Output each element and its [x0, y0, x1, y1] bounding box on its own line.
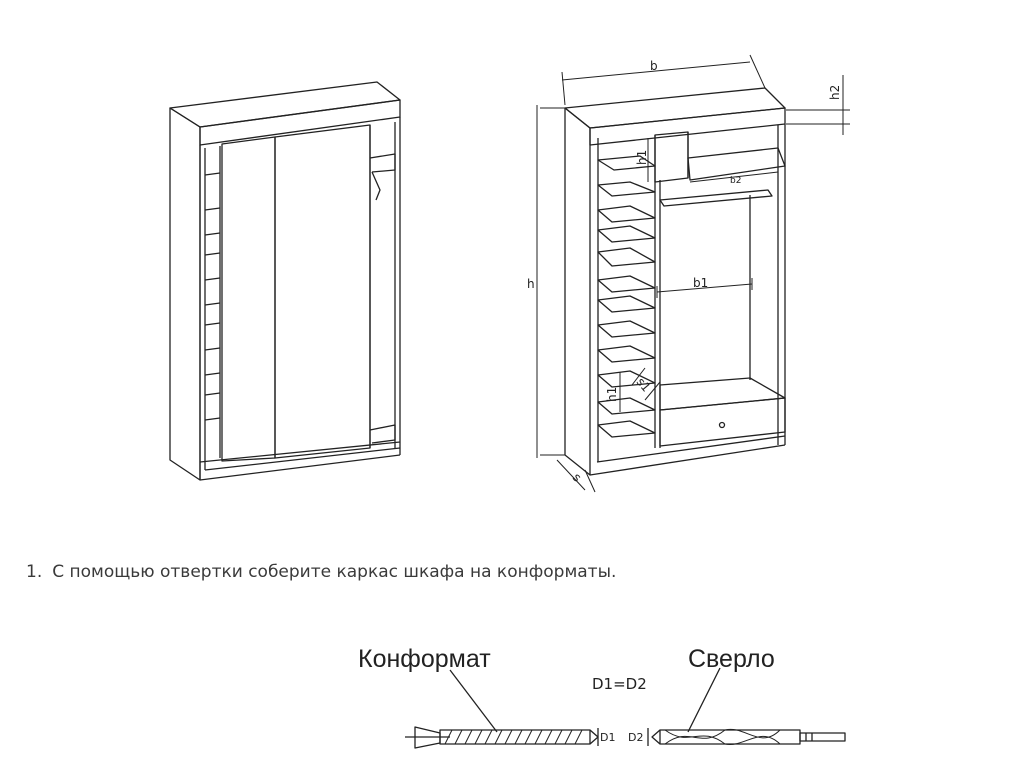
konformat-screw	[405, 669, 599, 749]
label-h: h	[527, 277, 535, 291]
dimension-lines	[536, 54, 850, 493]
label-b: b	[650, 59, 658, 73]
open-wardrobe	[564, 87, 786, 476]
step-number: 1.	[26, 562, 43, 582]
hanging-rail	[659, 189, 773, 207]
label-h2: h2	[828, 85, 842, 100]
sliding-door-left	[221, 136, 276, 462]
fastener-labels: Конформат Сверло D1=D2 D1 D2	[358, 645, 775, 744]
diameter-equation: D1=D2	[592, 675, 647, 693]
d1-label: D1	[600, 731, 615, 744]
left-shelf-edges	[204, 172, 221, 421]
sverlo-label: Сверло	[688, 645, 775, 673]
dimension-labels: b h h2 h1 b2 b1 h1 s1 s	[527, 59, 842, 485]
sliding-door-right	[274, 124, 371, 459]
closed-wardrobe	[169, 81, 401, 481]
label-h1-bottom: h1	[605, 387, 619, 402]
label-b1: b1	[693, 276, 708, 290]
konformat-label: Конформат	[358, 645, 491, 673]
label-s: s	[570, 470, 584, 484]
label-s1: s1	[634, 375, 654, 395]
label-b2: b2	[730, 176, 741, 186]
open-shelves	[597, 155, 656, 438]
step-text: С помощью отвертки соберите каркас шкафа…	[52, 562, 617, 582]
drawer	[659, 397, 786, 447]
drill-bit	[647, 667, 846, 746]
label-h1-top: h1	[635, 150, 649, 165]
d2-label: D2	[628, 731, 643, 744]
instruction-step: 1. С помощью отвертки соберите каркас шка…	[26, 562, 616, 582]
